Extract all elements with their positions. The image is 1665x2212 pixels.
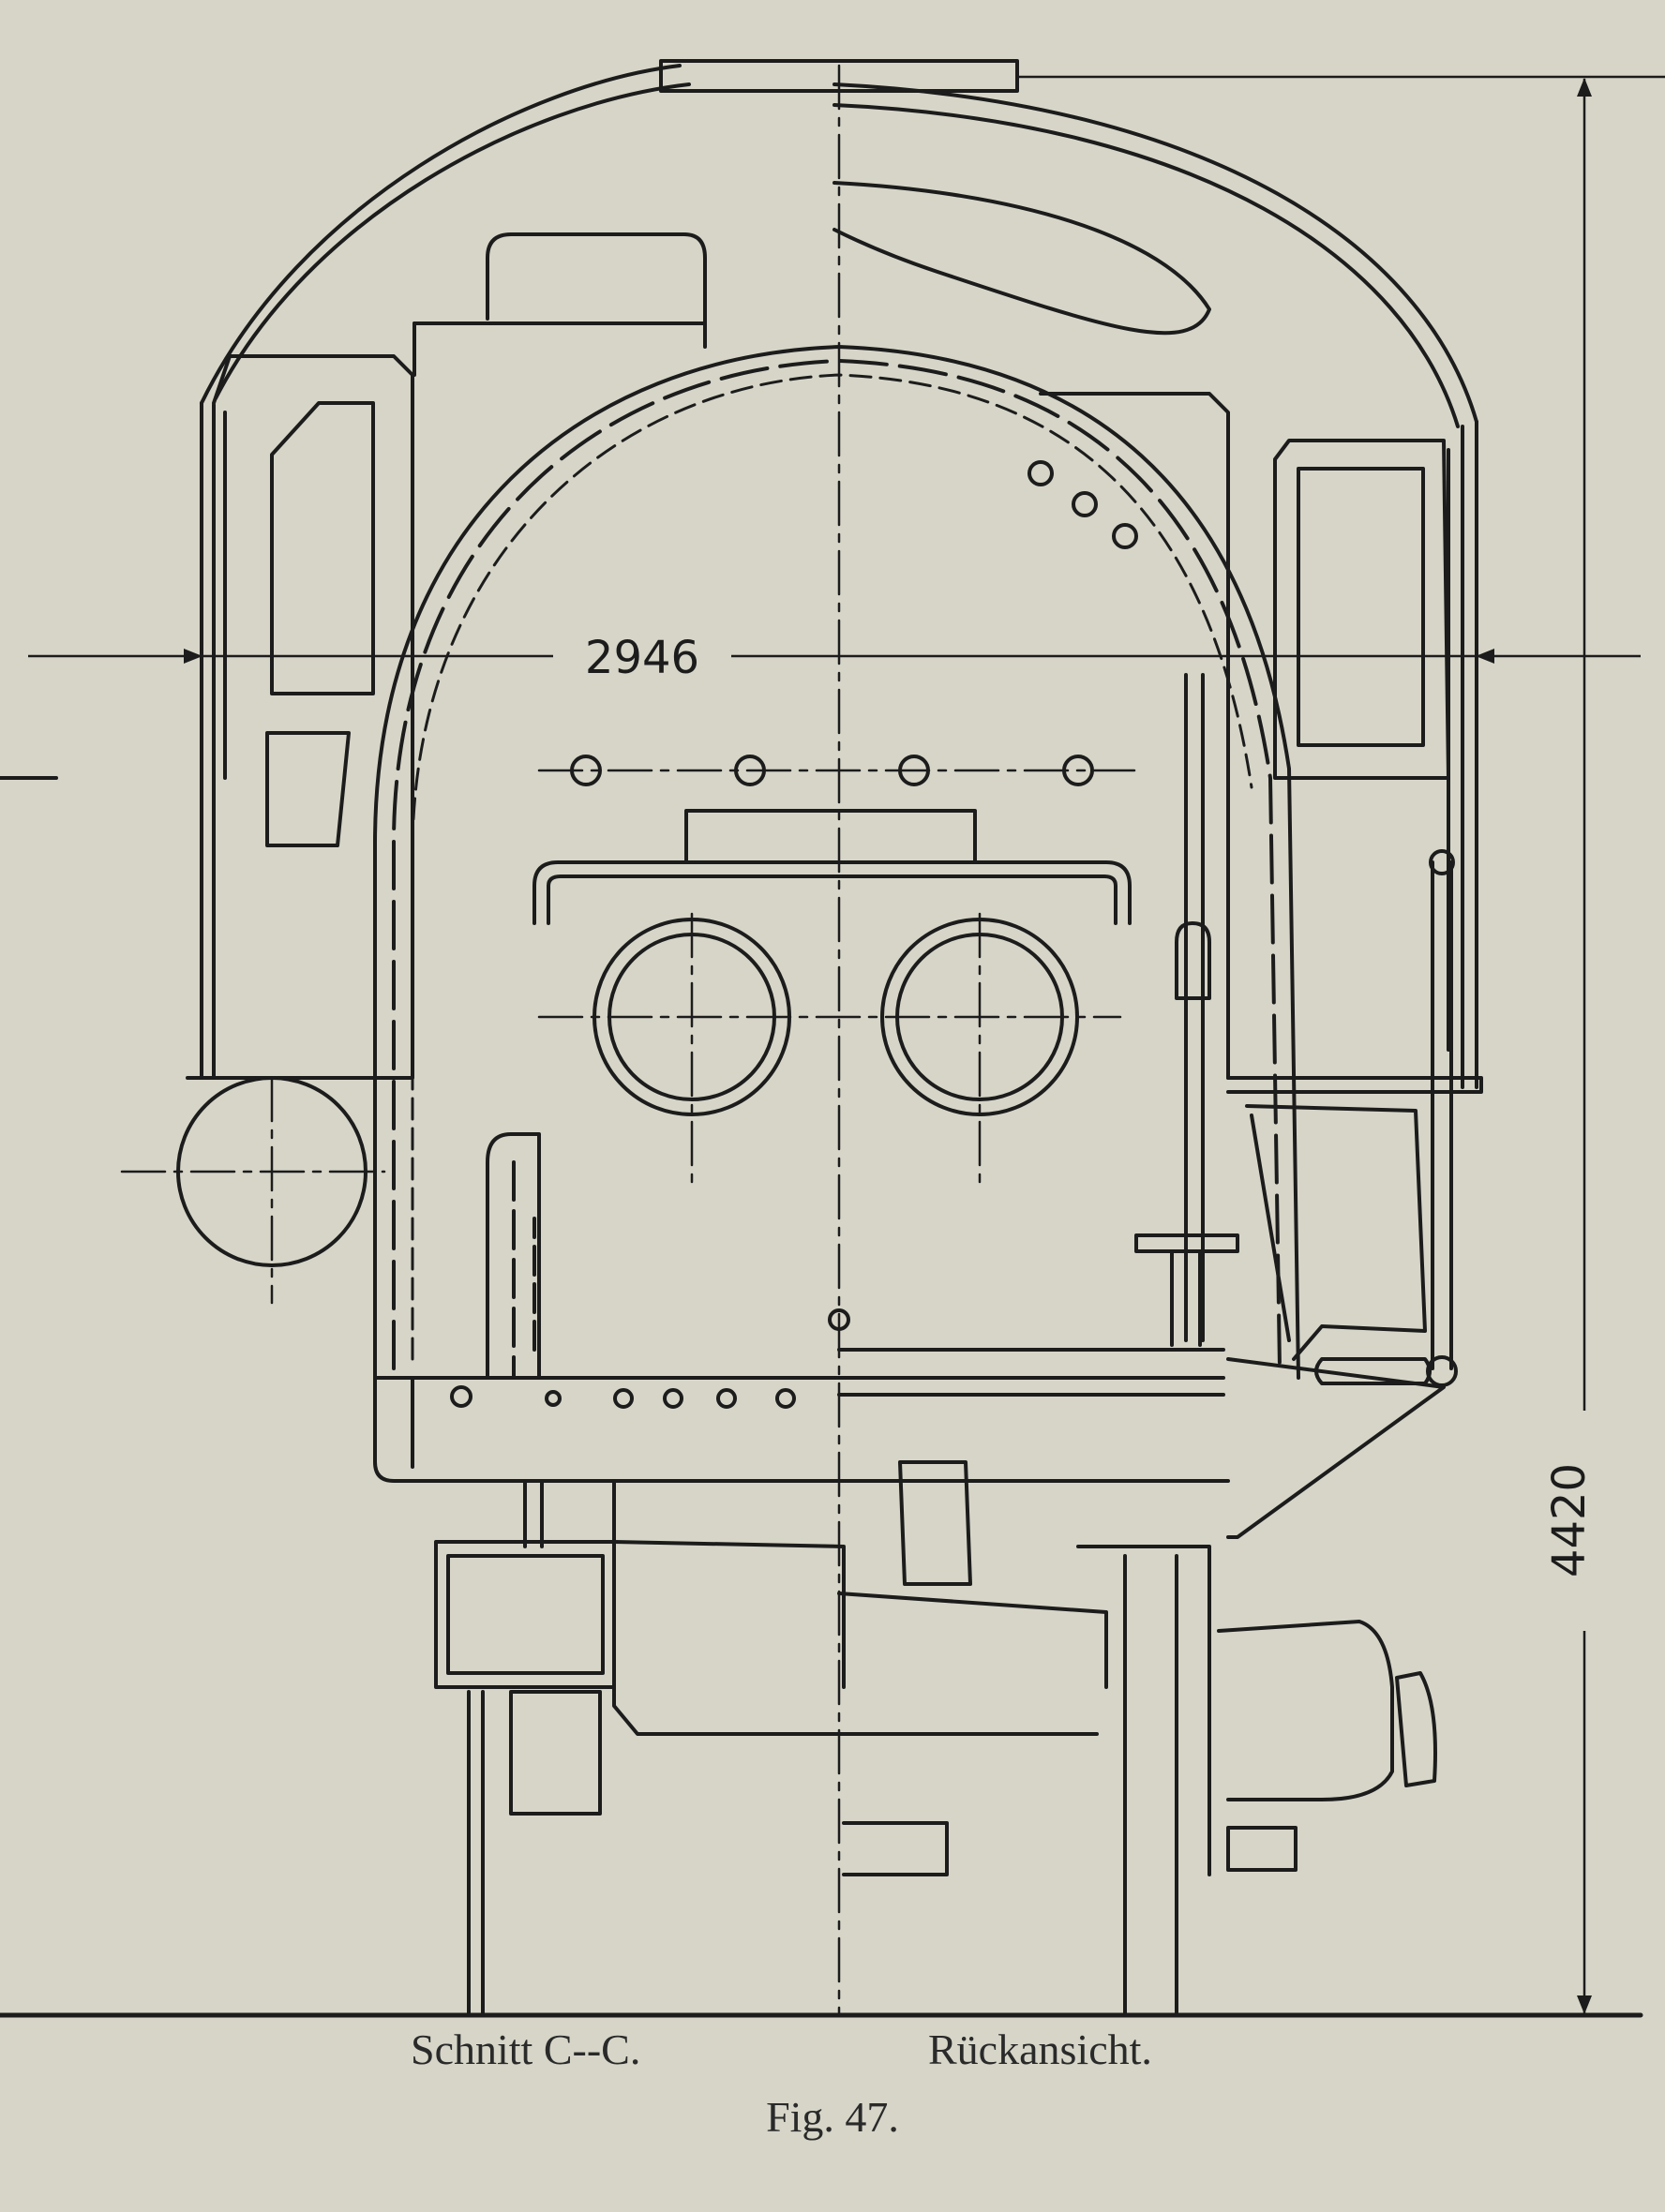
dimension-height-label: 4420 — [1543, 1463, 1596, 1577]
caption-section: Schnitt C--C. — [411, 2025, 641, 2073]
caption-view: Rückansicht. — [928, 2025, 1152, 2073]
center-lines — [120, 64, 1136, 2017]
washout-plugs — [570, 460, 1138, 1331]
firehole-plate — [532, 809, 1132, 925]
foot-plate — [373, 1348, 1230, 1483]
axlebox-right — [1076, 1545, 1437, 2017]
cab-roof — [200, 59, 1478, 428]
cab-left-wall — [186, 354, 414, 1080]
figure-label: Fig. 47. — [766, 2093, 899, 2141]
frame-and-drawgear — [434, 1460, 1108, 2017]
cab-right-step-box — [1226, 1104, 1446, 1539]
reverser-lever — [1314, 849, 1458, 1387]
cab-right-wall — [1226, 420, 1483, 1094]
cab-top-boxes — [412, 232, 1230, 1080]
dimension-height — [1017, 75, 1665, 2014]
water-gauge — [1134, 673, 1239, 1347]
dimension-width-label: 2946 — [585, 632, 699, 684]
left-pipes — [486, 1132, 541, 1380]
